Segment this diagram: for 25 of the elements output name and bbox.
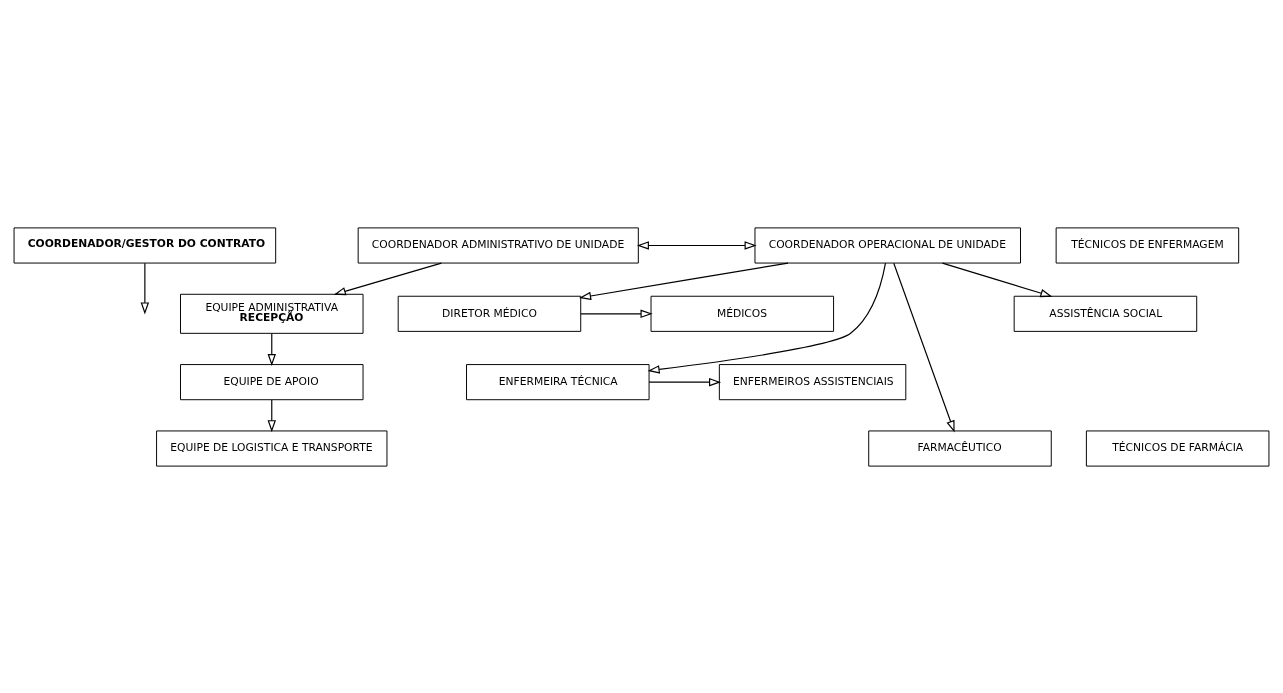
node-box: TÉCNICOS DE ENFERMAGEM: [1055, 226, 1240, 264]
node-box: MÉDICOS: [650, 295, 835, 332]
arrow: [580, 309, 653, 318]
node-box: COORDENADOR OPERACIONAL DE UNIDADE: [754, 226, 1021, 264]
node-box: COORDENADOR ADMINISTRATIVO DE UNIDADE: [357, 226, 639, 264]
arrow: [267, 332, 276, 366]
arrow: [636, 240, 757, 250]
node-box: ENFERMEIROS ASSISTENCIAIS: [718, 363, 907, 400]
node-box: COORDENADOR/GESTOR DO CONTRATO: [13, 226, 277, 264]
arrow: [333, 262, 442, 295]
arrow: [893, 262, 955, 433]
node-box: EQUIPE DE APOIO: [180, 363, 364, 400]
node-box: ASSISTÊNCIA SOCIAL: [1013, 295, 1198, 332]
node-box: EQUIPE ADMINISTRATIVA RECEPÇÃO: [180, 293, 364, 334]
arrow: [941, 262, 1053, 297]
arrow: [648, 377, 722, 386]
arrow: [140, 262, 150, 315]
node-box: EQUIPE DE LOGISTICA E TRANSPORTE: [156, 429, 388, 467]
arrow: [267, 398, 276, 432]
node-box: ENFERMEIRA TÉCNICA: [466, 363, 650, 400]
arrow: [579, 262, 789, 300]
node-box: DIRETOR MÉDICO: [397, 295, 582, 332]
node-box: TÉCNICOS DE FARMÁCIA: [1085, 429, 1270, 467]
arrow: [647, 262, 887, 374]
node-box: FARMACÊUTICO: [868, 429, 1052, 467]
